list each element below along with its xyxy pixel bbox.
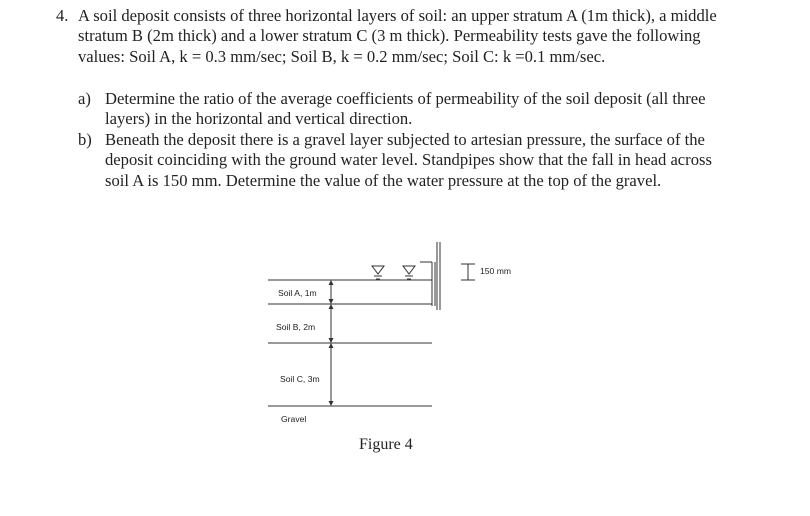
question-number: 4. [56,6,69,25]
water-table-icon [371,265,385,280]
water-table-icon-2 [402,265,416,280]
head-label: 150 mm [480,266,511,276]
head-dimension-icon [461,263,475,281]
question-intro: A soil deposit consists of three horizon… [78,6,717,66]
layer-c-label: Soil C, 3m [280,374,320,384]
part-a-label: a) [78,89,91,108]
standpipe [420,242,441,310]
layer-b-label: Soil B, 2m [276,322,315,332]
part-a-text: Determine the ratio of the average coeff… [105,89,706,129]
gravel-label: Gravel [281,414,306,424]
figure-caption: Figure 4 [359,436,413,453]
layer-a-label: Soil A, 1m [278,288,317,298]
part-b-text: Beneath the deposit there is a gravel la… [105,130,712,190]
part-b-label: b) [78,130,92,149]
